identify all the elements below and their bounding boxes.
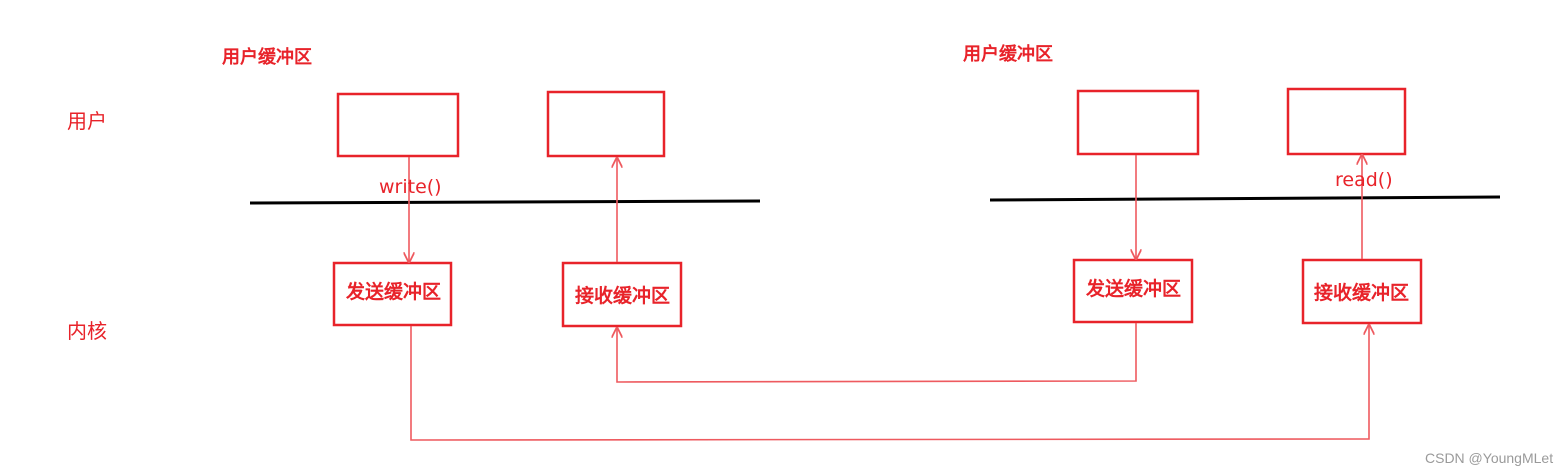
- read-call-label: read(): [1335, 169, 1393, 191]
- left-send-buffer-box: [332, 261, 453, 327]
- left-recv-buffer-label: 接收缓冲区: [575, 285, 671, 307]
- kernel-layer-label: 内核: [67, 319, 107, 343]
- path-right-send-to-left-recv: [617, 323, 1137, 383]
- left-recv-buffer-box: [561, 261, 683, 328]
- right-user-buffer-box-1: [1076, 89, 1200, 156]
- left-user-kernel-boundary: [249, 199, 761, 205]
- right-user-buffer-box-2: [1286, 87, 1407, 156]
- left-user-buffer-heading: 用户缓冲区: [222, 47, 312, 68]
- left-user-buffer-box-1: [336, 92, 460, 158]
- right-user-buffer-heading: 用户缓冲区: [963, 44, 1053, 65]
- write-call-label: write(): [379, 176, 442, 198]
- watermark: CSDN @YoungMLet: [1425, 450, 1554, 466]
- user-layer-label: 用户: [67, 109, 107, 133]
- right-send-buffer-label: 发送缓冲区: [1086, 278, 1182, 300]
- left-send-buffer-label: 发送缓冲区: [346, 281, 442, 303]
- right-recv-buffer-label: 接收缓冲区: [1314, 282, 1410, 304]
- left-user-buffer-box-2: [546, 90, 666, 158]
- right-recv-buffer-box: [1301, 258, 1423, 325]
- path-left-send-to-right-recv: [410, 325, 1369, 441]
- right-user-kernel-boundary: [989, 195, 1501, 202]
